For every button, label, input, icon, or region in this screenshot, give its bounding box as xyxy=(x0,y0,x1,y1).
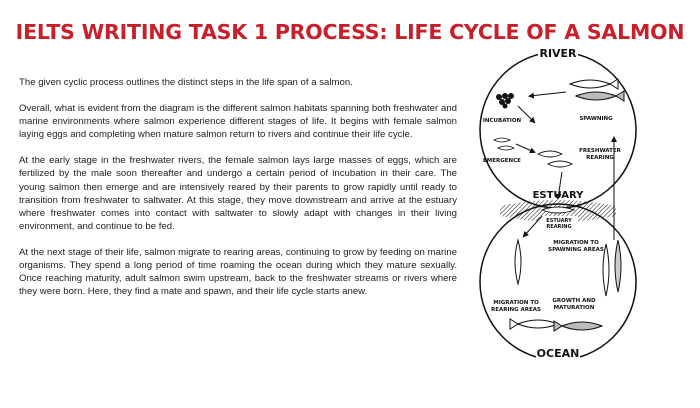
ocean-label: OCEAN xyxy=(537,347,580,360)
migration-rearing-label-1: MIGRATION TO xyxy=(493,300,539,306)
incubation-label: INCUBATION xyxy=(483,118,522,124)
freshwater-rearing-fish-icon xyxy=(536,150,574,168)
river-circle xyxy=(479,51,637,209)
freshwater-rearing-label-2: REARING xyxy=(586,155,614,161)
page-title: IELTS WRITING TASK 1 PROCESS: LIFE CYCLE… xyxy=(15,20,685,44)
ocean-rearing-salmon-icon xyxy=(514,238,522,286)
migration-rearing-label-2: REARING AREAS xyxy=(491,307,541,313)
essay-paragraph-3: At the early stage in the freshwater riv… xyxy=(19,155,457,232)
freshwater-rearing-label-1: FRESHWATER xyxy=(579,148,621,154)
emergence-fry-icon xyxy=(493,137,515,151)
estuary-rearing-label-1: ESTUARY xyxy=(546,218,572,224)
upstream-salmon-icon xyxy=(602,239,622,297)
flow-arrow xyxy=(555,171,563,200)
flow-arrow xyxy=(522,215,543,238)
egg-cluster-icon xyxy=(496,93,514,109)
essay-paragraph-4: At the next stage of their life, salmon … xyxy=(19,246,457,298)
estuary-rearing-fish-icon xyxy=(540,206,576,214)
emergence-label: EMERGENCE xyxy=(483,158,521,164)
essay-paragraph-1: The given cyclic process outlines the di… xyxy=(19,77,353,88)
river-label: RIVER xyxy=(539,47,577,60)
essay-paragraph-2: Overall, what is evident from the diagra… xyxy=(19,103,457,141)
mature-salmon-icon xyxy=(509,318,604,332)
flow-arrow xyxy=(528,91,567,99)
growth-label-2: MATURATION xyxy=(554,305,595,311)
diagram-svg: RIVER OCEAN ESTUARY INCUBATION SPAWNING xyxy=(479,46,637,360)
migration-spawning-label-2: SPAWNING AREAS xyxy=(548,247,604,253)
salmon-life-cycle-diagram: RIVER OCEAN ESTUARY INCUBATION SPAWNING xyxy=(458,44,658,360)
spawning-label: SPAWNING xyxy=(579,116,613,122)
migration-spawning-label-1: MIGRATION TO xyxy=(553,240,599,246)
estuary-rearing-label-2: REARING xyxy=(546,224,571,230)
flow-arrow xyxy=(515,143,536,154)
growth-label-1: GROWTH AND xyxy=(552,298,596,304)
spawning-salmon-icon xyxy=(568,78,625,102)
essay-body: The given cyclic process outlines the di… xyxy=(19,76,457,311)
flow-arrow xyxy=(517,105,536,124)
